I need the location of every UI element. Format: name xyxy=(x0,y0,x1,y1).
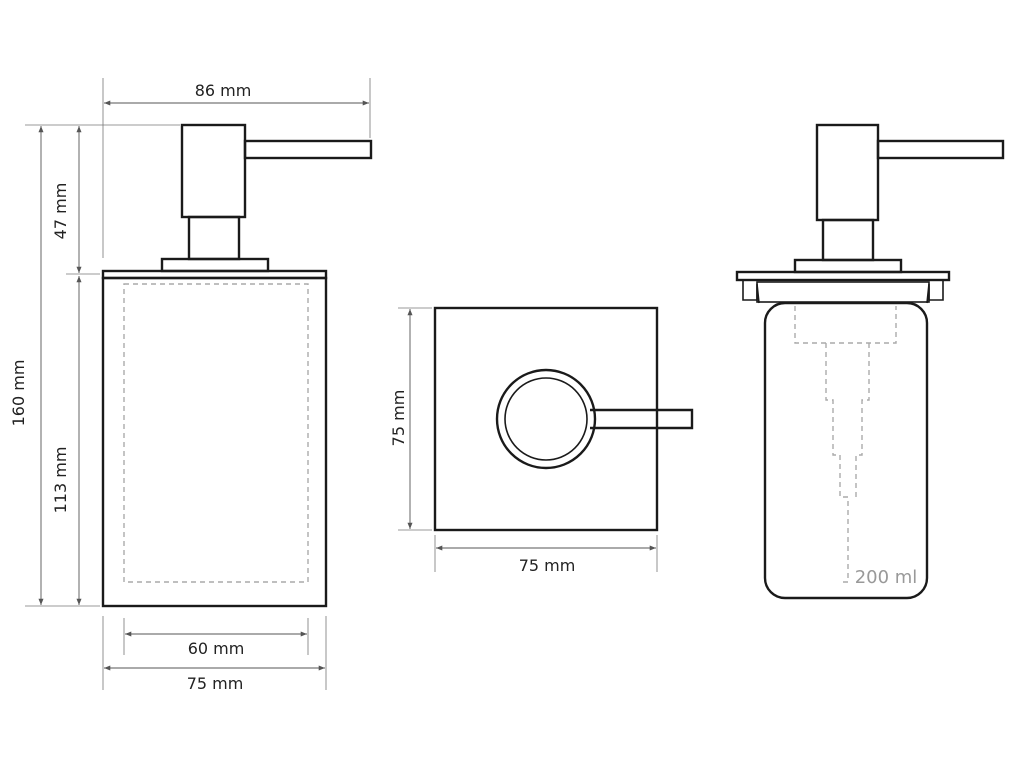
dim-width-body: 75 mm xyxy=(187,674,244,693)
dim-height-pump: 47 mm xyxy=(51,183,70,240)
dim-height-total: 160 mm xyxy=(9,360,28,427)
top-plate xyxy=(433,306,659,532)
section-bottle xyxy=(763,301,929,600)
front-view xyxy=(101,123,373,608)
pump-inner-circle xyxy=(504,377,588,461)
section-lid xyxy=(735,270,951,282)
dim-height-body: 113 mm xyxy=(51,447,70,514)
top-view-dimensions: 75 mm 75 mm xyxy=(389,307,658,575)
top-view xyxy=(433,306,694,532)
pump-outer-circle xyxy=(495,368,597,470)
section-lid-clamp xyxy=(742,280,944,304)
section-hidden-cap xyxy=(794,306,897,344)
top-spout xyxy=(590,408,694,430)
inner-container-hidden xyxy=(123,283,309,583)
section-pump-neck xyxy=(821,218,875,262)
dim-top-depth: 75 mm xyxy=(389,390,408,447)
section-pump-spout xyxy=(876,139,1005,160)
section-pump-head xyxy=(815,123,880,222)
pump-neck xyxy=(187,215,241,261)
pump-spout xyxy=(243,139,373,160)
dispenser-body xyxy=(101,276,328,608)
section-pump-collar xyxy=(793,258,903,274)
section-view: 200 ml xyxy=(735,123,1005,600)
dim-top-width: 75 mm xyxy=(519,556,576,575)
pump-collar xyxy=(160,257,270,273)
dim-width-inner: 60 mm xyxy=(188,639,245,658)
pump-head xyxy=(180,123,247,219)
section-hidden-tube xyxy=(825,343,870,583)
section-lid-inner xyxy=(756,281,930,303)
dim-width-overall: 86 mm xyxy=(195,81,252,100)
front-view-dimensions: 86 mm 160 mm 47 mm 113 mm 60 mm 75 mm xyxy=(9,78,371,693)
capacity-label: 200 ml xyxy=(855,567,918,588)
